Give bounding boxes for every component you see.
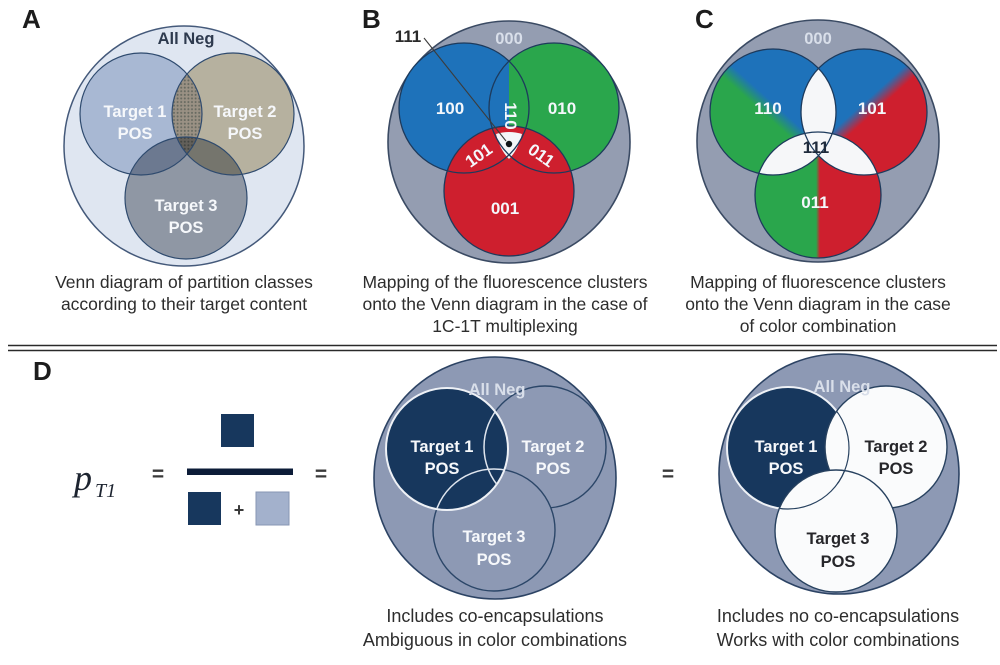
white-petal-right [801, 132, 881, 175]
all-neg-label: All Neg [469, 381, 526, 399]
panel-c-caption-line3: of color combination [740, 316, 897, 336]
venn-middle-caption-line2: Ambiguous in color combinations [363, 630, 627, 650]
navy-arc-over-white-t2 [825, 386, 850, 508]
label-000: 000 [495, 30, 523, 48]
center-dot [505, 140, 513, 148]
label-110: 110 [754, 99, 781, 118]
target2-label-line1: Target 2 [214, 103, 277, 121]
label-010: 010 [548, 99, 576, 118]
panel-b-letter: B [362, 4, 381, 34]
target1-label-line2: POS [118, 125, 153, 143]
venn-middle: All Neg Target 1 POS Target 2 POS Target… [363, 356, 627, 650]
formula-symbol-p: p [71, 458, 92, 498]
target2-label-line2: POS [228, 125, 263, 143]
target1-label-line2: POS [769, 460, 804, 478]
target3-label-line1: Target 3 [155, 197, 218, 215]
venn-right-caption-line2: Works with color combinations [717, 630, 960, 650]
formula: p T1 = + = [71, 414, 327, 526]
panel-a-letter: A [22, 4, 41, 34]
panel-b: B 111 000 100 010 001 110 101 011 Mappin… [362, 4, 648, 336]
white-petal-left [755, 132, 836, 175]
target3-arc-white [432, 468, 508, 510]
petal-left-fill [755, 132, 836, 175]
target2-arc-white [483, 388, 508, 509]
equals-sign-2: = [315, 463, 327, 486]
denominator-square-light [255, 491, 290, 526]
panel-a-caption-line1: Venn diagram of partition classes [55, 272, 313, 292]
green-outline [488, 42, 620, 174]
target3-outline [124, 136, 248, 260]
target3-circle [125, 137, 247, 259]
target3-label-line2: POS [477, 551, 512, 569]
panel-b-caption-line3: 1C-1T multiplexing [432, 316, 578, 336]
target2-label-line1: Target 2 [522, 438, 585, 456]
right-outline [800, 48, 928, 176]
panel-b-caption-line1: Mapping of the fluorescence clusters [362, 272, 647, 292]
fraction-bar [187, 468, 293, 475]
equals-sign-3: = [662, 463, 674, 486]
target1-arc-1 [825, 386, 850, 508]
panel-c-caption-line2: onto the Venn diagram in the case [685, 294, 951, 314]
panel-a-caption-line2: according to their target content [61, 294, 307, 314]
plus-sign: + [234, 500, 245, 520]
target2-outline [171, 52, 295, 176]
target2-label-line2: POS [536, 460, 571, 478]
label-001: 001 [491, 199, 519, 218]
panel-d: D p T1 = + = All Neg Target 1 POS [33, 353, 960, 650]
label-011: 011 [801, 193, 828, 212]
petal-right-fill [801, 132, 881, 175]
panel-a: A All Neg Target 1 POS Target 2 POS Targ… [22, 4, 313, 314]
target3-label-line1: Target 3 [807, 530, 870, 548]
callout-111-label: 111 [395, 27, 422, 46]
label-101: 101 [858, 99, 886, 118]
white-arcs-over-navy [432, 388, 508, 510]
target2-label-line1: Target 2 [865, 438, 928, 456]
target1-label-line1: Target 1 [755, 438, 818, 456]
label-110: 110 [501, 102, 520, 129]
venn-right-caption-line1: Includes no co-encapsulations [717, 606, 959, 626]
label-111: 111 [803, 138, 830, 157]
red-outline [443, 125, 575, 257]
panel-b-caption-line2: onto the Venn diagram in the case of [362, 294, 647, 314]
venn-middle-caption-line1: Includes co-encapsulations [386, 606, 603, 626]
target3-label-line2: POS [821, 553, 856, 571]
navy-arc-over-white-t3 [775, 470, 850, 510]
label-000: 000 [804, 30, 832, 48]
bottom-outline [754, 131, 882, 259]
target1-label-line1: Target 1 [104, 103, 167, 121]
target3-circle [774, 469, 898, 593]
all-neg-label: All Neg [814, 378, 871, 396]
left-outline [709, 48, 837, 176]
red-circle [444, 126, 574, 256]
panel-c-letter: C [695, 4, 714, 34]
panel-d-letter: D [33, 356, 52, 386]
blue-outline [398, 42, 530, 174]
target1-circle [385, 387, 509, 511]
target3-label-line2: POS [169, 219, 204, 237]
panel-c: C 000 110 101 111 011 Mapping of fluores… [685, 4, 951, 336]
target3-label-line1: Target 3 [463, 528, 526, 546]
denominator-square-dark [188, 492, 221, 525]
venn-right: All Neg Target 1 POS Target 2 POS Target… [717, 353, 960, 650]
section-divider [8, 344, 997, 352]
target1-arc-2 [775, 470, 850, 510]
all-neg-label: All Neg [158, 30, 215, 48]
target2-label-line2: POS [879, 460, 914, 478]
panel-c-caption-line1: Mapping of fluorescence clusters [690, 272, 946, 292]
callout-line [423, 37, 507, 142]
formula-subscript: T1 [95, 480, 116, 502]
equals-sign-1: = [152, 463, 164, 486]
target1-label-line2: POS [425, 460, 460, 478]
label-100: 100 [436, 99, 464, 118]
numerator-square [221, 414, 254, 447]
target1-label-line1: Target 1 [411, 438, 474, 456]
target1-outline [79, 52, 203, 176]
